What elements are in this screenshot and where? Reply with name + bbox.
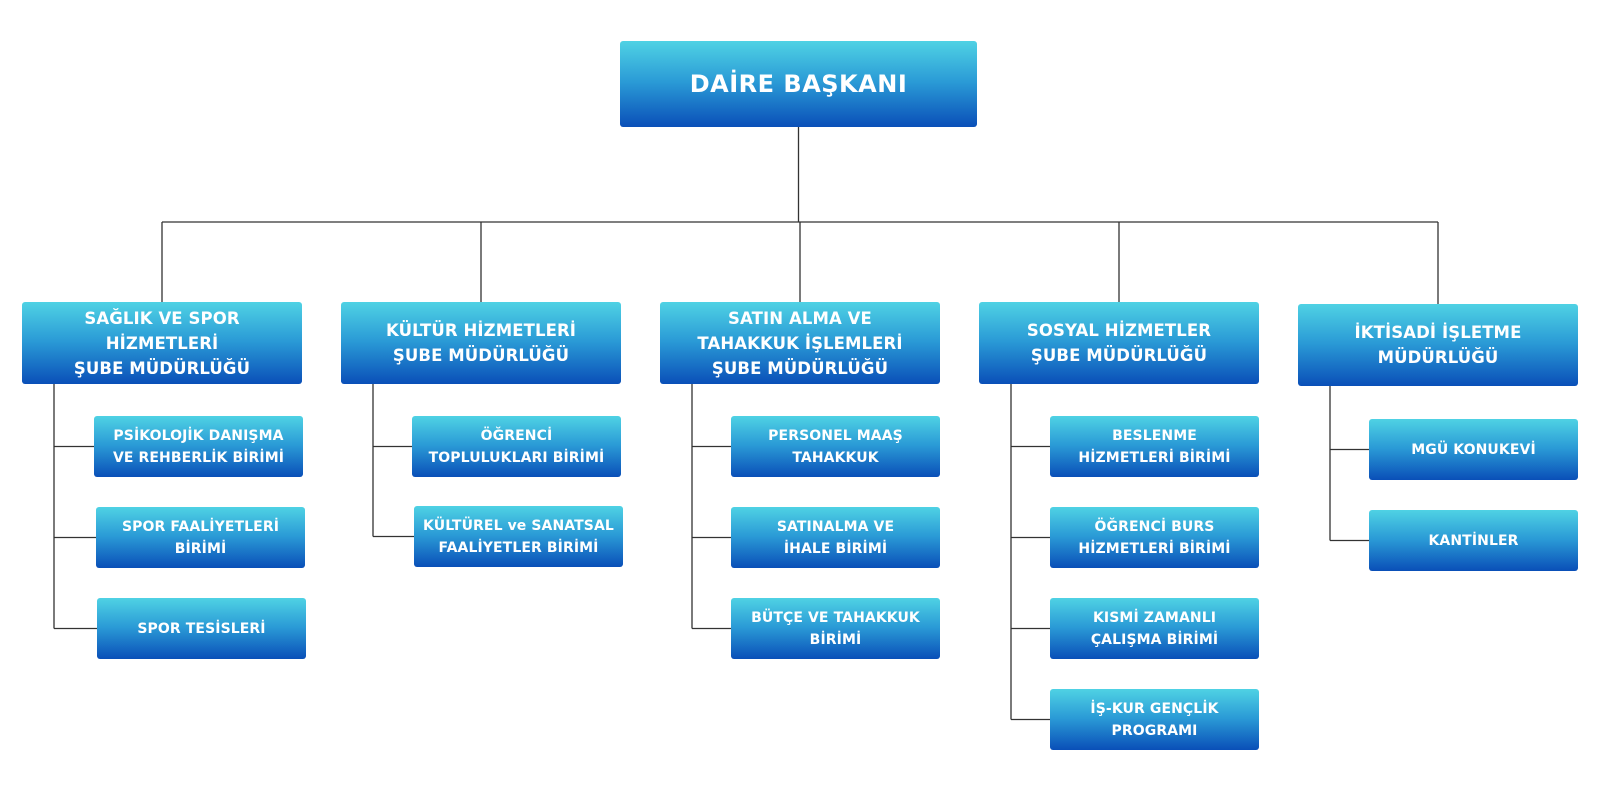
unit-box-satinalma-ihale: SATINALMA VE İHALE BİRİMİ: [731, 507, 940, 568]
unit-box-personel-maas: PERSONEL MAAŞ TAHAKKUK: [731, 416, 940, 477]
unit-box-spor-faaliyetleri: SPOR FAALİYETLERİ BİRİMİ: [96, 507, 305, 568]
unit-box-mgu-konukevi: MGÜ KONUKEVİ: [1369, 419, 1578, 480]
unit-box-beslenme: BESLENME HİZMETLERİ BİRİMİ: [1050, 416, 1259, 477]
dept-box-kultur-hizmetleri: KÜLTÜR HİZMETLERİ ŞUBE MÜDÜRLÜĞÜ: [341, 302, 621, 384]
unit-box-ogrenci-topluluklari: ÖĞRENCİ TOPLULUKLARI BİRİMİ: [412, 416, 621, 477]
dept-box-sosyal-hizmetler: SOSYAL HİZMETLER ŞUBE MÜDÜRLÜĞÜ: [979, 302, 1259, 384]
dept-box-saglik-spor: SAĞLIK VE SPOR HİZMETLERİ ŞUBE MÜDÜRLÜĞÜ: [22, 302, 302, 384]
unit-box-kantinler: KANTİNLER: [1369, 510, 1578, 571]
dept-box-iktisadi-isletme: İKTİSADİ İŞLETME MÜDÜRLÜĞÜ: [1298, 304, 1578, 386]
unit-box-is-kur-genclik: İŞ-KUR GENÇLİK PROGRAMI: [1050, 689, 1259, 750]
unit-box-spor-tesisleri: SPOR TESİSLERİ: [97, 598, 306, 659]
unit-box-kulturel-sanatsal: KÜLTÜREL ve SANATSAL FAALİYETLER BİRİMİ: [414, 506, 623, 567]
root-box-daire-baskani: DAİRE BAŞKANI: [620, 41, 977, 127]
unit-box-ogrenci-burs: ÖĞRENCİ BURS HİZMETLERİ BİRİMİ: [1050, 507, 1259, 568]
unit-box-butce-tahakkuk: BÜTÇE VE TAHAKKUK BİRİMİ: [731, 598, 940, 659]
dept-box-satin-alma-tahakkuk: SATIN ALMA VE TAHAKKUK İŞLEMLERİ ŞUBE MÜ…: [660, 302, 940, 384]
unit-box-psikolojik-danisma: PSİKOLOJİK DANIŞMA VE REHBERLİK BİRİMİ: [94, 416, 303, 477]
unit-box-kismi-zamanli: KISMİ ZAMANLI ÇALIŞMA BİRİMİ: [1050, 598, 1259, 659]
